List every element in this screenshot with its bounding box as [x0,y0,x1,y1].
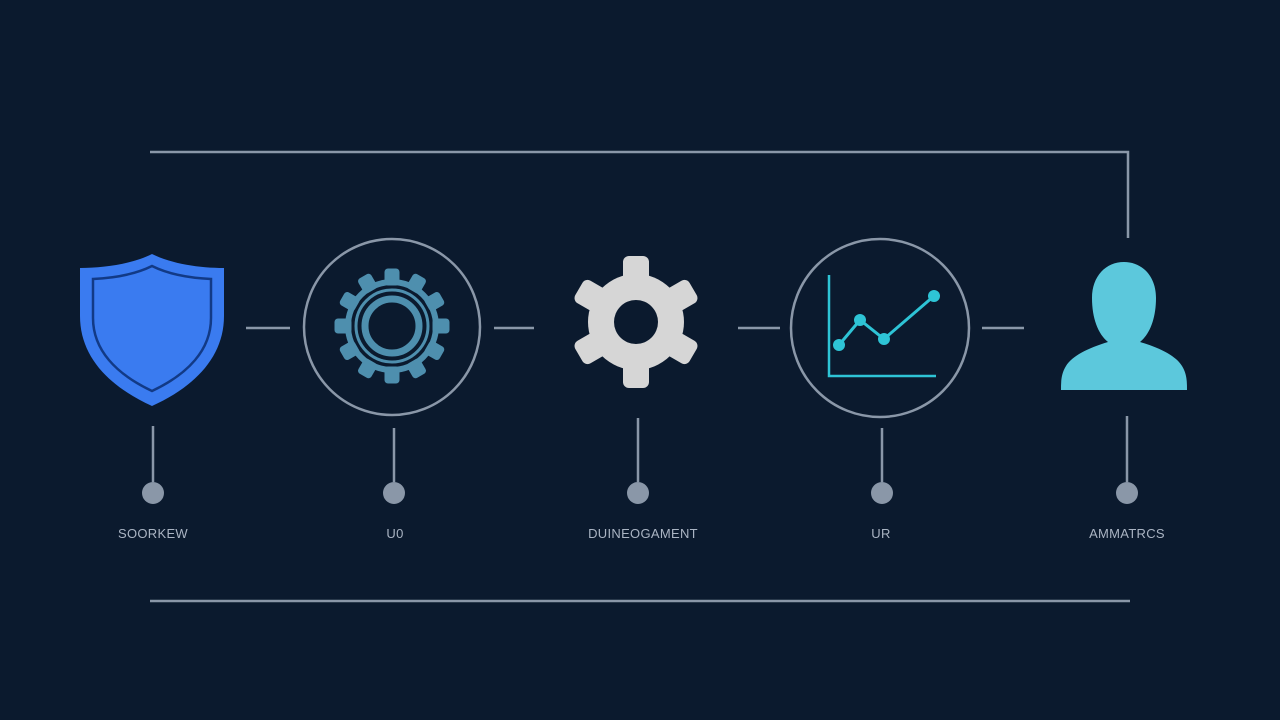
shield-icon [80,254,224,406]
node-label-shield: SOORKEW [118,526,188,541]
pin-3 [627,482,649,504]
node-label-gear: DUINEOGAMENT [588,526,698,541]
pins [142,482,1138,504]
pin-1 [142,482,164,504]
user-icon [1061,262,1187,390]
node-label-chart: UR [871,526,891,541]
frame [150,150,1130,603]
top-connector-line [150,150,1130,238]
node-label-gear-outline: U0 [386,526,404,541]
line-chart-icon [789,237,971,419]
gear-icon [574,256,698,388]
pin-5 [1116,482,1138,504]
stems [151,416,1129,482]
pin-2 [383,482,405,504]
pin-4 [871,482,893,504]
node-label-user: AMMATRCS [1089,526,1165,541]
gear-outline-icon [302,237,482,417]
